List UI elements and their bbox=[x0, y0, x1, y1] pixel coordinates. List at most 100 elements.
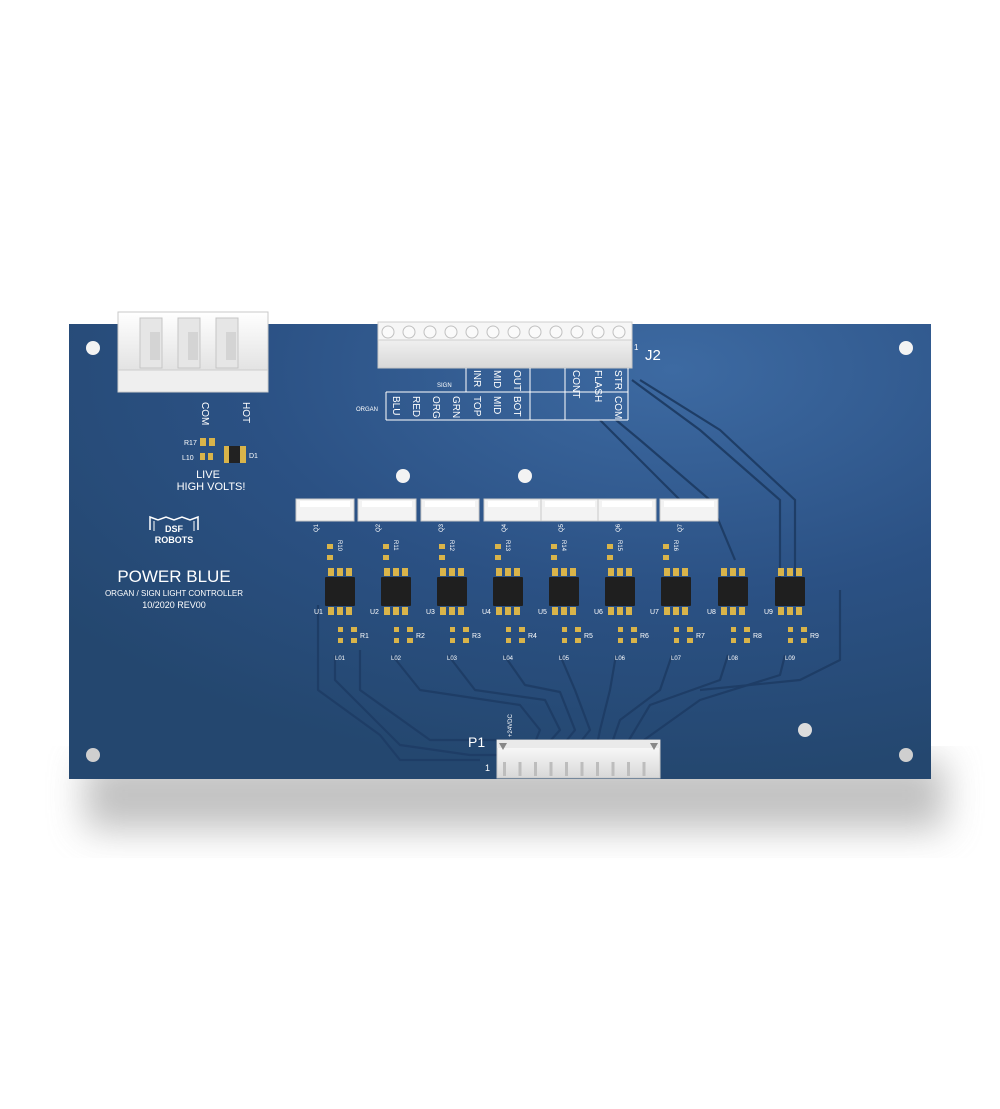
resistor-pad bbox=[687, 627, 693, 632]
led-label: L06 bbox=[615, 656, 626, 662]
chip-pad bbox=[337, 568, 343, 576]
logo-robots: ROBOTS bbox=[155, 535, 194, 545]
chip-pad bbox=[730, 607, 736, 615]
triac-highlight bbox=[425, 501, 475, 507]
opto-chip bbox=[718, 577, 748, 606]
chip-pad bbox=[673, 607, 679, 615]
j2-screw bbox=[486, 325, 500, 339]
chip-pad bbox=[570, 568, 576, 576]
led-label: L01 bbox=[335, 656, 346, 662]
led-label: L04 bbox=[503, 656, 514, 662]
chip-pad bbox=[402, 568, 408, 576]
resistor-pad bbox=[631, 627, 637, 632]
mounting-hole bbox=[899, 341, 913, 355]
resistor-pad bbox=[663, 555, 669, 560]
j2-sign-col-label: STR bbox=[612, 370, 623, 390]
triac-label: Q3 bbox=[439, 523, 445, 532]
j2-organ-col-label: BLU bbox=[390, 396, 401, 415]
j2-label-table bbox=[385, 368, 629, 421]
chip-pad bbox=[561, 607, 567, 615]
opto-chip bbox=[661, 577, 691, 606]
chip-label: U7 bbox=[650, 609, 659, 616]
resistor-pad bbox=[463, 627, 469, 632]
led-pad bbox=[450, 627, 455, 632]
led-pad bbox=[562, 638, 567, 643]
chip-pad bbox=[449, 568, 455, 576]
triac-highlight bbox=[488, 501, 538, 507]
resistor-pad bbox=[383, 555, 389, 560]
triac-label: Q1 bbox=[314, 523, 320, 532]
chip-pad bbox=[787, 607, 793, 615]
chip-pad bbox=[664, 607, 670, 615]
chip-pad bbox=[552, 607, 558, 615]
chip-pad bbox=[458, 607, 464, 615]
led-pad bbox=[674, 638, 679, 643]
chip-pad bbox=[721, 607, 727, 615]
copper-trace bbox=[503, 654, 577, 741]
j2-sign-col-label: MID bbox=[491, 370, 502, 388]
com-label: COM bbox=[199, 402, 210, 425]
resistor-label: R3 bbox=[472, 633, 481, 640]
chip-label: U1 bbox=[314, 609, 323, 616]
led-pad bbox=[506, 638, 511, 643]
copper-trace bbox=[611, 654, 674, 741]
resistor-label: R9 bbox=[810, 633, 819, 640]
resistor-label: R11 bbox=[392, 540, 398, 551]
j2-screw bbox=[507, 325, 521, 339]
chip-pad bbox=[626, 607, 632, 615]
resistor-pad bbox=[687, 638, 693, 643]
p1-pin bbox=[549, 762, 553, 776]
led-label: L07 bbox=[671, 656, 682, 662]
j2-screw bbox=[444, 325, 458, 339]
chip-pad bbox=[458, 568, 464, 576]
opto-chip bbox=[325, 577, 355, 606]
copper-traces bbox=[316, 590, 842, 762]
opto-chip bbox=[605, 577, 635, 606]
dsf-robots-logo bbox=[149, 515, 199, 531]
chip-label: U6 bbox=[594, 609, 603, 616]
led-pad bbox=[394, 627, 399, 632]
chip-pad bbox=[552, 568, 558, 576]
p1-pin bbox=[596, 762, 599, 776]
copper-trace bbox=[333, 655, 505, 757]
led-pad bbox=[731, 627, 736, 632]
resistor-pad bbox=[575, 627, 581, 632]
chip-pad bbox=[778, 607, 784, 615]
triac-highlight bbox=[602, 501, 652, 507]
opto-chip bbox=[381, 577, 411, 606]
resistor-label: R8 bbox=[753, 633, 762, 640]
chip-label: U8 bbox=[707, 609, 716, 616]
resistor-pad bbox=[744, 627, 750, 632]
j2-traces bbox=[599, 379, 797, 580]
resistor-pad bbox=[607, 544, 613, 549]
copper-trace bbox=[358, 650, 497, 742]
resistor-pad bbox=[744, 638, 750, 643]
p1-ref: P1 bbox=[468, 734, 485, 750]
chip-pad bbox=[384, 568, 390, 576]
resistor-pad bbox=[801, 638, 807, 643]
p1-pin bbox=[518, 762, 522, 776]
triac-highlight bbox=[545, 501, 595, 507]
chip-pad bbox=[721, 568, 727, 576]
chip-pad bbox=[608, 607, 614, 615]
chip-pad bbox=[346, 568, 352, 576]
resistor-label: R7 bbox=[696, 633, 705, 640]
chip-pad bbox=[505, 607, 511, 615]
j2-screw bbox=[402, 325, 416, 339]
j2-pin1-label: 1 bbox=[634, 343, 639, 352]
chip-pad bbox=[449, 607, 455, 615]
warning-high-volts: HIGH VOLTS! bbox=[177, 481, 246, 493]
mounting-hole bbox=[798, 723, 812, 737]
resistor-pad bbox=[439, 555, 445, 560]
j2-organ-col-label: RED bbox=[410, 396, 421, 417]
p1-pin bbox=[565, 762, 568, 776]
mounting-hole bbox=[899, 748, 913, 762]
led-pad bbox=[338, 627, 343, 632]
p1-pin bbox=[534, 762, 537, 776]
p1-voltage-label: +24VDC bbox=[508, 713, 514, 737]
opto-chip bbox=[549, 577, 579, 606]
mounting-hole bbox=[86, 341, 100, 355]
resistor-label: R1 bbox=[360, 633, 369, 640]
led-pad bbox=[731, 638, 736, 643]
p1-pin1-label: 1 bbox=[485, 763, 490, 773]
